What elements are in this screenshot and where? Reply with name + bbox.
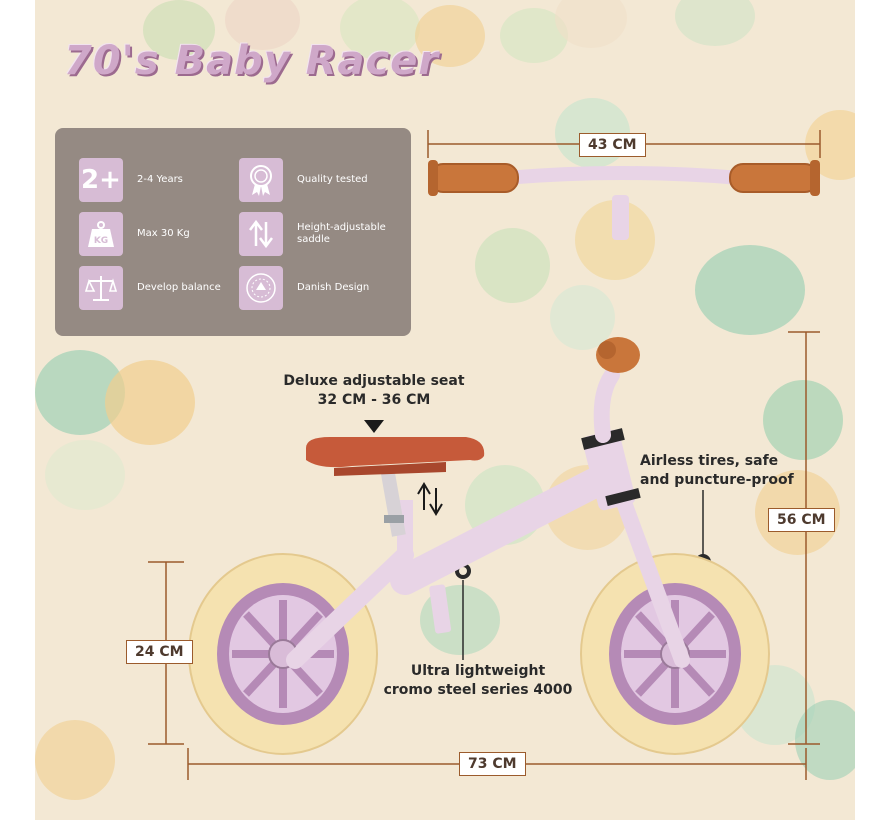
background-canvas xyxy=(35,0,855,820)
feature-label: Max 30 Kg xyxy=(137,228,190,239)
feature-label: Height-adjustable saddle xyxy=(297,222,386,245)
total-length-label: 73 CM xyxy=(459,752,526,776)
balance-bike-side-view xyxy=(188,337,770,755)
dimension-lines xyxy=(148,130,821,780)
decor-dot xyxy=(225,0,300,50)
wheel-height-label: 24 CM xyxy=(126,640,193,664)
feature-weight: KG Max 30 Kg xyxy=(79,212,237,256)
feature-balance: Develop balance xyxy=(79,266,237,310)
feature-label: 2-4 Years xyxy=(137,174,183,185)
decor-dot xyxy=(35,720,115,800)
decor-dot xyxy=(143,0,215,60)
seat-callout: Deluxe adjustable seat 32 CM - 36 CM xyxy=(280,372,468,410)
product-title: 70's Baby Racer xyxy=(64,38,440,84)
tires-callout-line1: Airless tires, safe xyxy=(640,453,779,469)
decor-dot xyxy=(475,228,550,303)
decor-dot xyxy=(795,700,855,780)
quality-badge-icon xyxy=(239,158,283,202)
feature-height: Height-adjustable saddle xyxy=(239,212,397,256)
seat-pointer-icon xyxy=(364,420,384,433)
seat-callout-line2: 32 CM - 36 CM xyxy=(317,392,431,408)
frame-callout: Ultra lightweight cromo steel series 400… xyxy=(380,662,576,700)
features-panel: 2+ 2-4 Years Quality tested KG Ma xyxy=(55,128,411,336)
weight-icon: KG xyxy=(79,212,123,256)
total-height-label: 56 CM xyxy=(768,508,835,532)
decor-dot xyxy=(675,0,755,46)
height-adjust-arrows-icon xyxy=(239,212,283,256)
feature-label: Danish Design xyxy=(297,282,370,293)
decor-dot xyxy=(45,440,125,510)
feature-design: Danish Design xyxy=(239,266,397,310)
decor-dot xyxy=(415,5,485,67)
handlebar-width-label: 43 CM xyxy=(579,133,646,157)
decor-dot xyxy=(555,0,627,48)
balance-scale-icon xyxy=(79,266,123,310)
age-2plus-icon: 2+ xyxy=(79,158,123,202)
weight-icon-text: KG xyxy=(94,236,108,246)
decor-dot xyxy=(105,360,195,445)
tires-callout-line2: and puncture-proof xyxy=(640,472,794,488)
decor-dot xyxy=(340,0,420,60)
callout-leaders xyxy=(462,490,704,660)
frame-callout-line2: cromo steel series 4000 xyxy=(383,682,573,698)
feature-quality: Quality tested xyxy=(239,158,397,202)
frame-callout-line1: Ultra lightweight xyxy=(410,663,546,679)
decor-dot xyxy=(763,380,843,460)
tires-callout: Airless tires, safe and puncture-proof xyxy=(640,452,794,490)
feature-label: Quality tested xyxy=(297,174,368,185)
feature-label: Develop balance xyxy=(137,282,221,293)
decor-dot xyxy=(550,285,615,350)
decor-dot xyxy=(695,245,805,335)
seat-callout-line1: Deluxe adjustable seat xyxy=(283,373,465,389)
handlebar-top-view xyxy=(428,160,820,240)
feature-age: 2+ 2-4 Years xyxy=(79,158,237,202)
danish-design-seal-icon xyxy=(239,266,283,310)
